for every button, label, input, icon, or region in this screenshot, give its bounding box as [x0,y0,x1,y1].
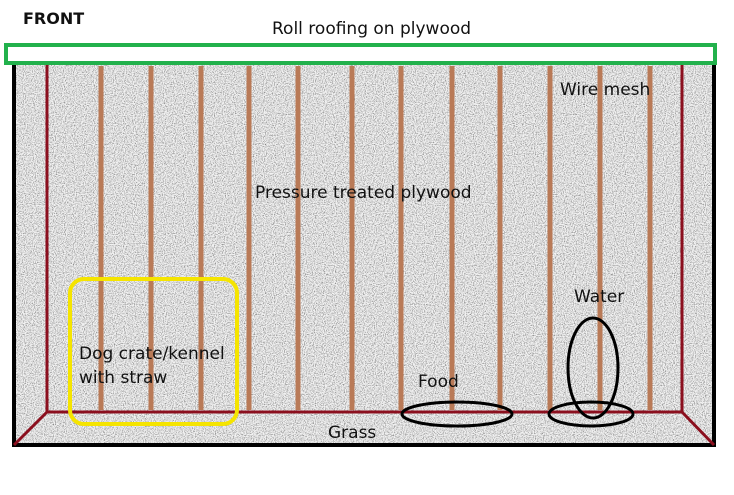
back-wall-frame [45,65,684,414]
water-dish [547,400,635,428]
roof-bar [4,43,717,65]
front-label: FRONT [23,9,84,28]
water-label: Water [574,287,624,307]
grass-label: Grass [328,423,376,443]
water-bottle [566,316,620,420]
floor-edge-right [680,410,716,447]
roof-label: Roll roofing on plywood [272,19,471,39]
plywood-label: Pressure treated plywood [255,183,472,203]
outer-frame [12,64,716,447]
food-label: Food [418,372,459,392]
dog-crate-outline [68,277,239,426]
crate-label-line2: with straw [79,368,167,388]
pen-floor-speckle [14,64,714,444]
wood-posts [98,66,653,410]
floor-edge-left [12,410,49,447]
food-dish [400,400,514,428]
crate-label-line1: Dog crate/kennel [79,344,225,364]
wire-mesh-label: Wire mesh [560,80,650,100]
